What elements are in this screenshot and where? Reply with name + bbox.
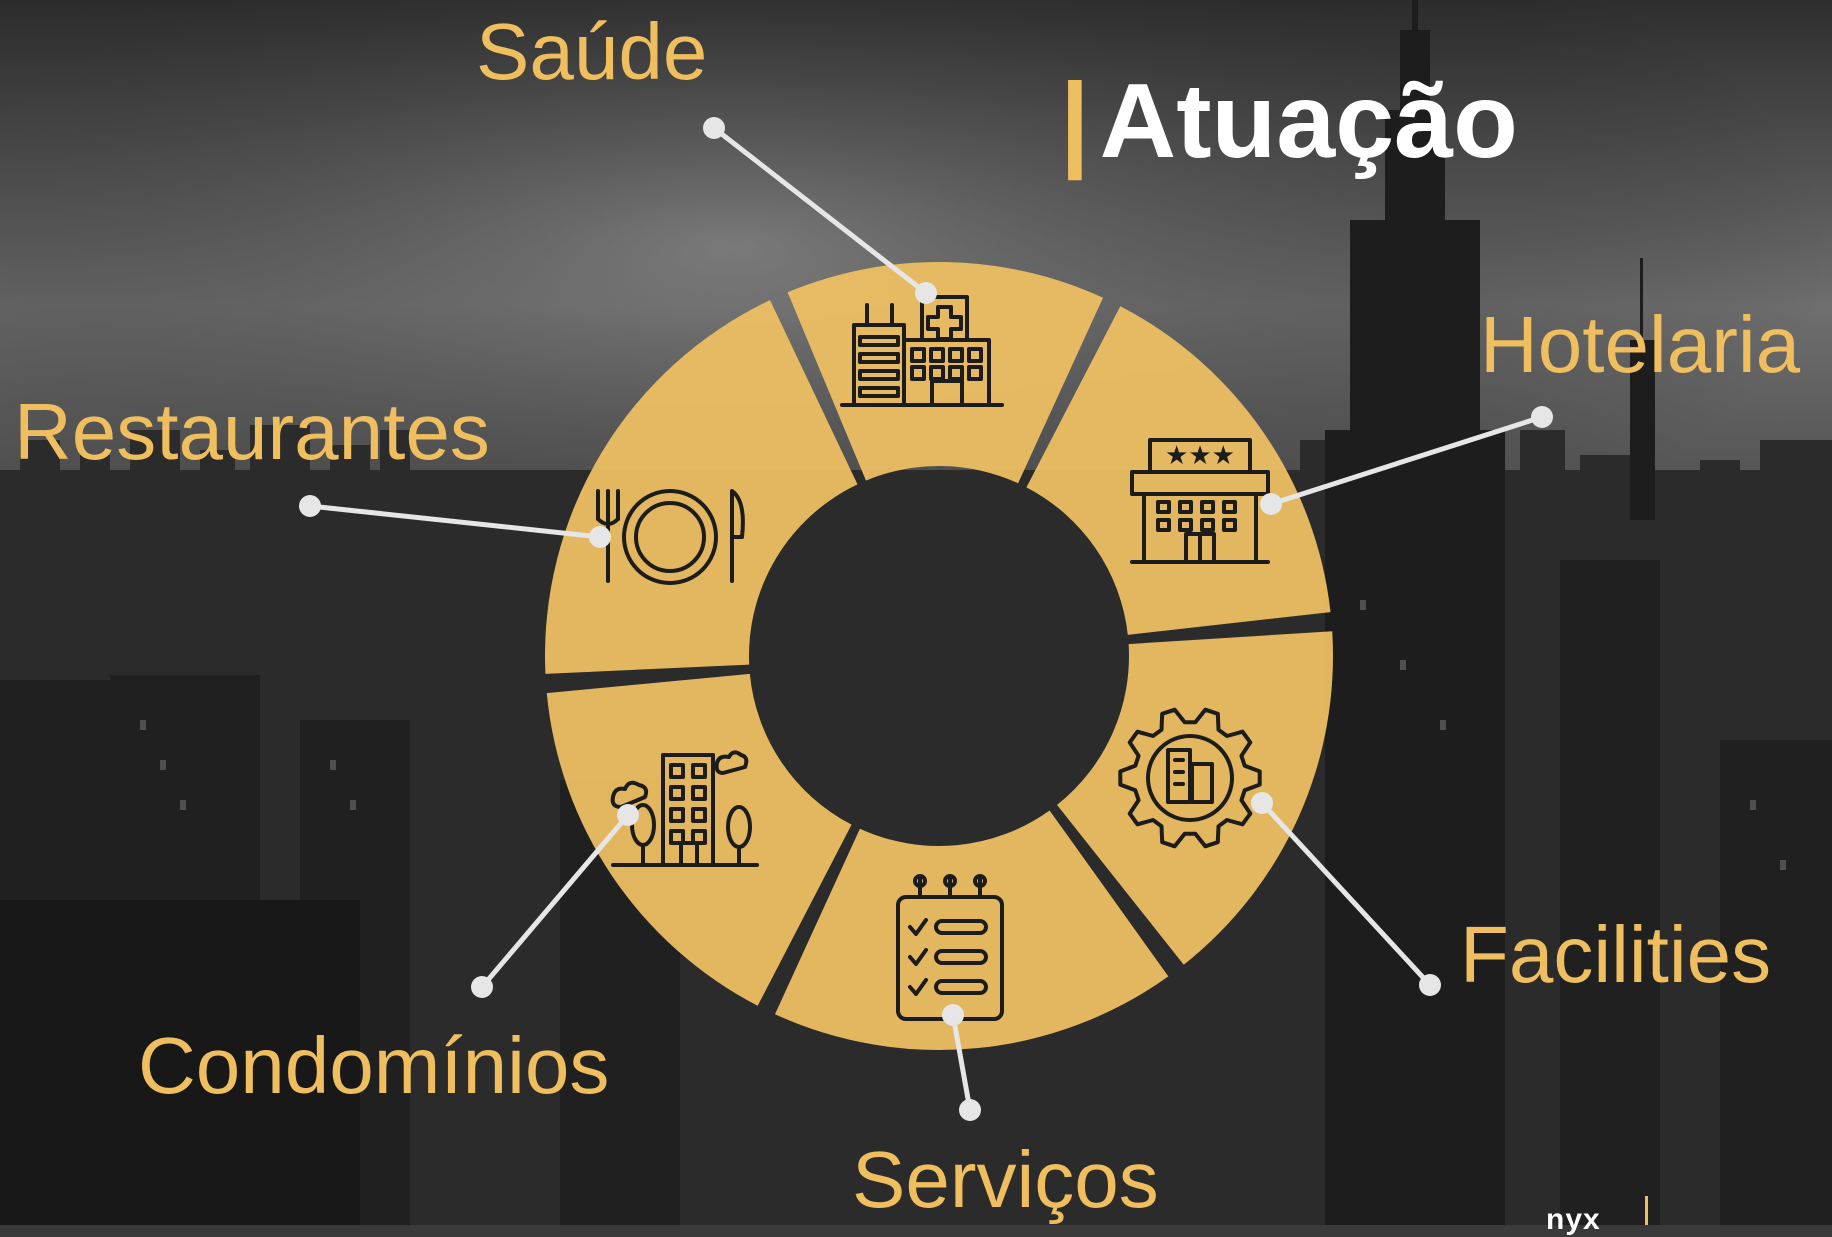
plate-cutlery-icon [596,489,745,585]
svg-text:★★★: ★★★ [1165,441,1235,471]
sector-label-hotelaria: Hotelaria [1480,300,1801,389]
gear-building-icon [1118,707,1262,849]
connector-dot-outer-condominios [471,976,493,998]
ring-segment-restaurantes [545,300,858,674]
connector-line-facilities [1260,801,1432,987]
title-accent-bar: | [1060,62,1090,180]
brand-accent-bar [1645,1196,1648,1225]
connector-dot-inner-facilities [1251,792,1273,814]
connector-line-condominios [480,813,630,989]
hotel-icon: ★★★ [1130,438,1270,564]
connector-dot-inner-servicos [942,1004,964,1026]
connector-line-saude [712,126,928,295]
ring-segment-servicos [774,810,1169,1050]
connector-dot-inner-saude [915,282,937,304]
brand-logo: nyx [1546,1203,1601,1236]
connector-line-hotelaria [1270,414,1543,507]
connector-line-servicos [950,1014,973,1111]
connector-line-restaurantes [309,503,601,540]
connector-dot-inner-hotelaria [1260,493,1282,515]
sector-label-facilities: Facilities [1460,910,1772,999]
checklist-icon [896,874,1004,1021]
connector-dot-outer-hotelaria [1531,406,1553,428]
hospital-icon [840,295,1004,407]
connector-dot-outer-facilities [1419,974,1441,996]
tall-tower [1325,0,1655,1225]
sector-label-restaurantes: Restaurantes [14,387,490,476]
ring-segment-condominios [546,673,852,1006]
window-lights [140,600,1786,870]
sector-label-saude: Saúde [476,7,708,96]
connector-dot-outer-saude [703,117,725,139]
apartment-building-icon [610,750,759,867]
sector-label-servicos: Serviços [852,1135,1159,1224]
title-text: Atuação [1099,62,1518,180]
connector-dot-inner-condominios [617,804,639,826]
connector-dot-inner-restaurantes [589,526,611,548]
page-title: |Atuação [1060,68,1518,174]
ring-segment-facilities [1057,631,1333,965]
sector-label-condominios: Condomínios [138,1021,610,1110]
sector-ring-diagram: ★★★ [299,117,1553,1121]
connector-dot-outer-restaurantes [299,495,321,517]
connector-dot-outer-servicos [959,1099,981,1121]
